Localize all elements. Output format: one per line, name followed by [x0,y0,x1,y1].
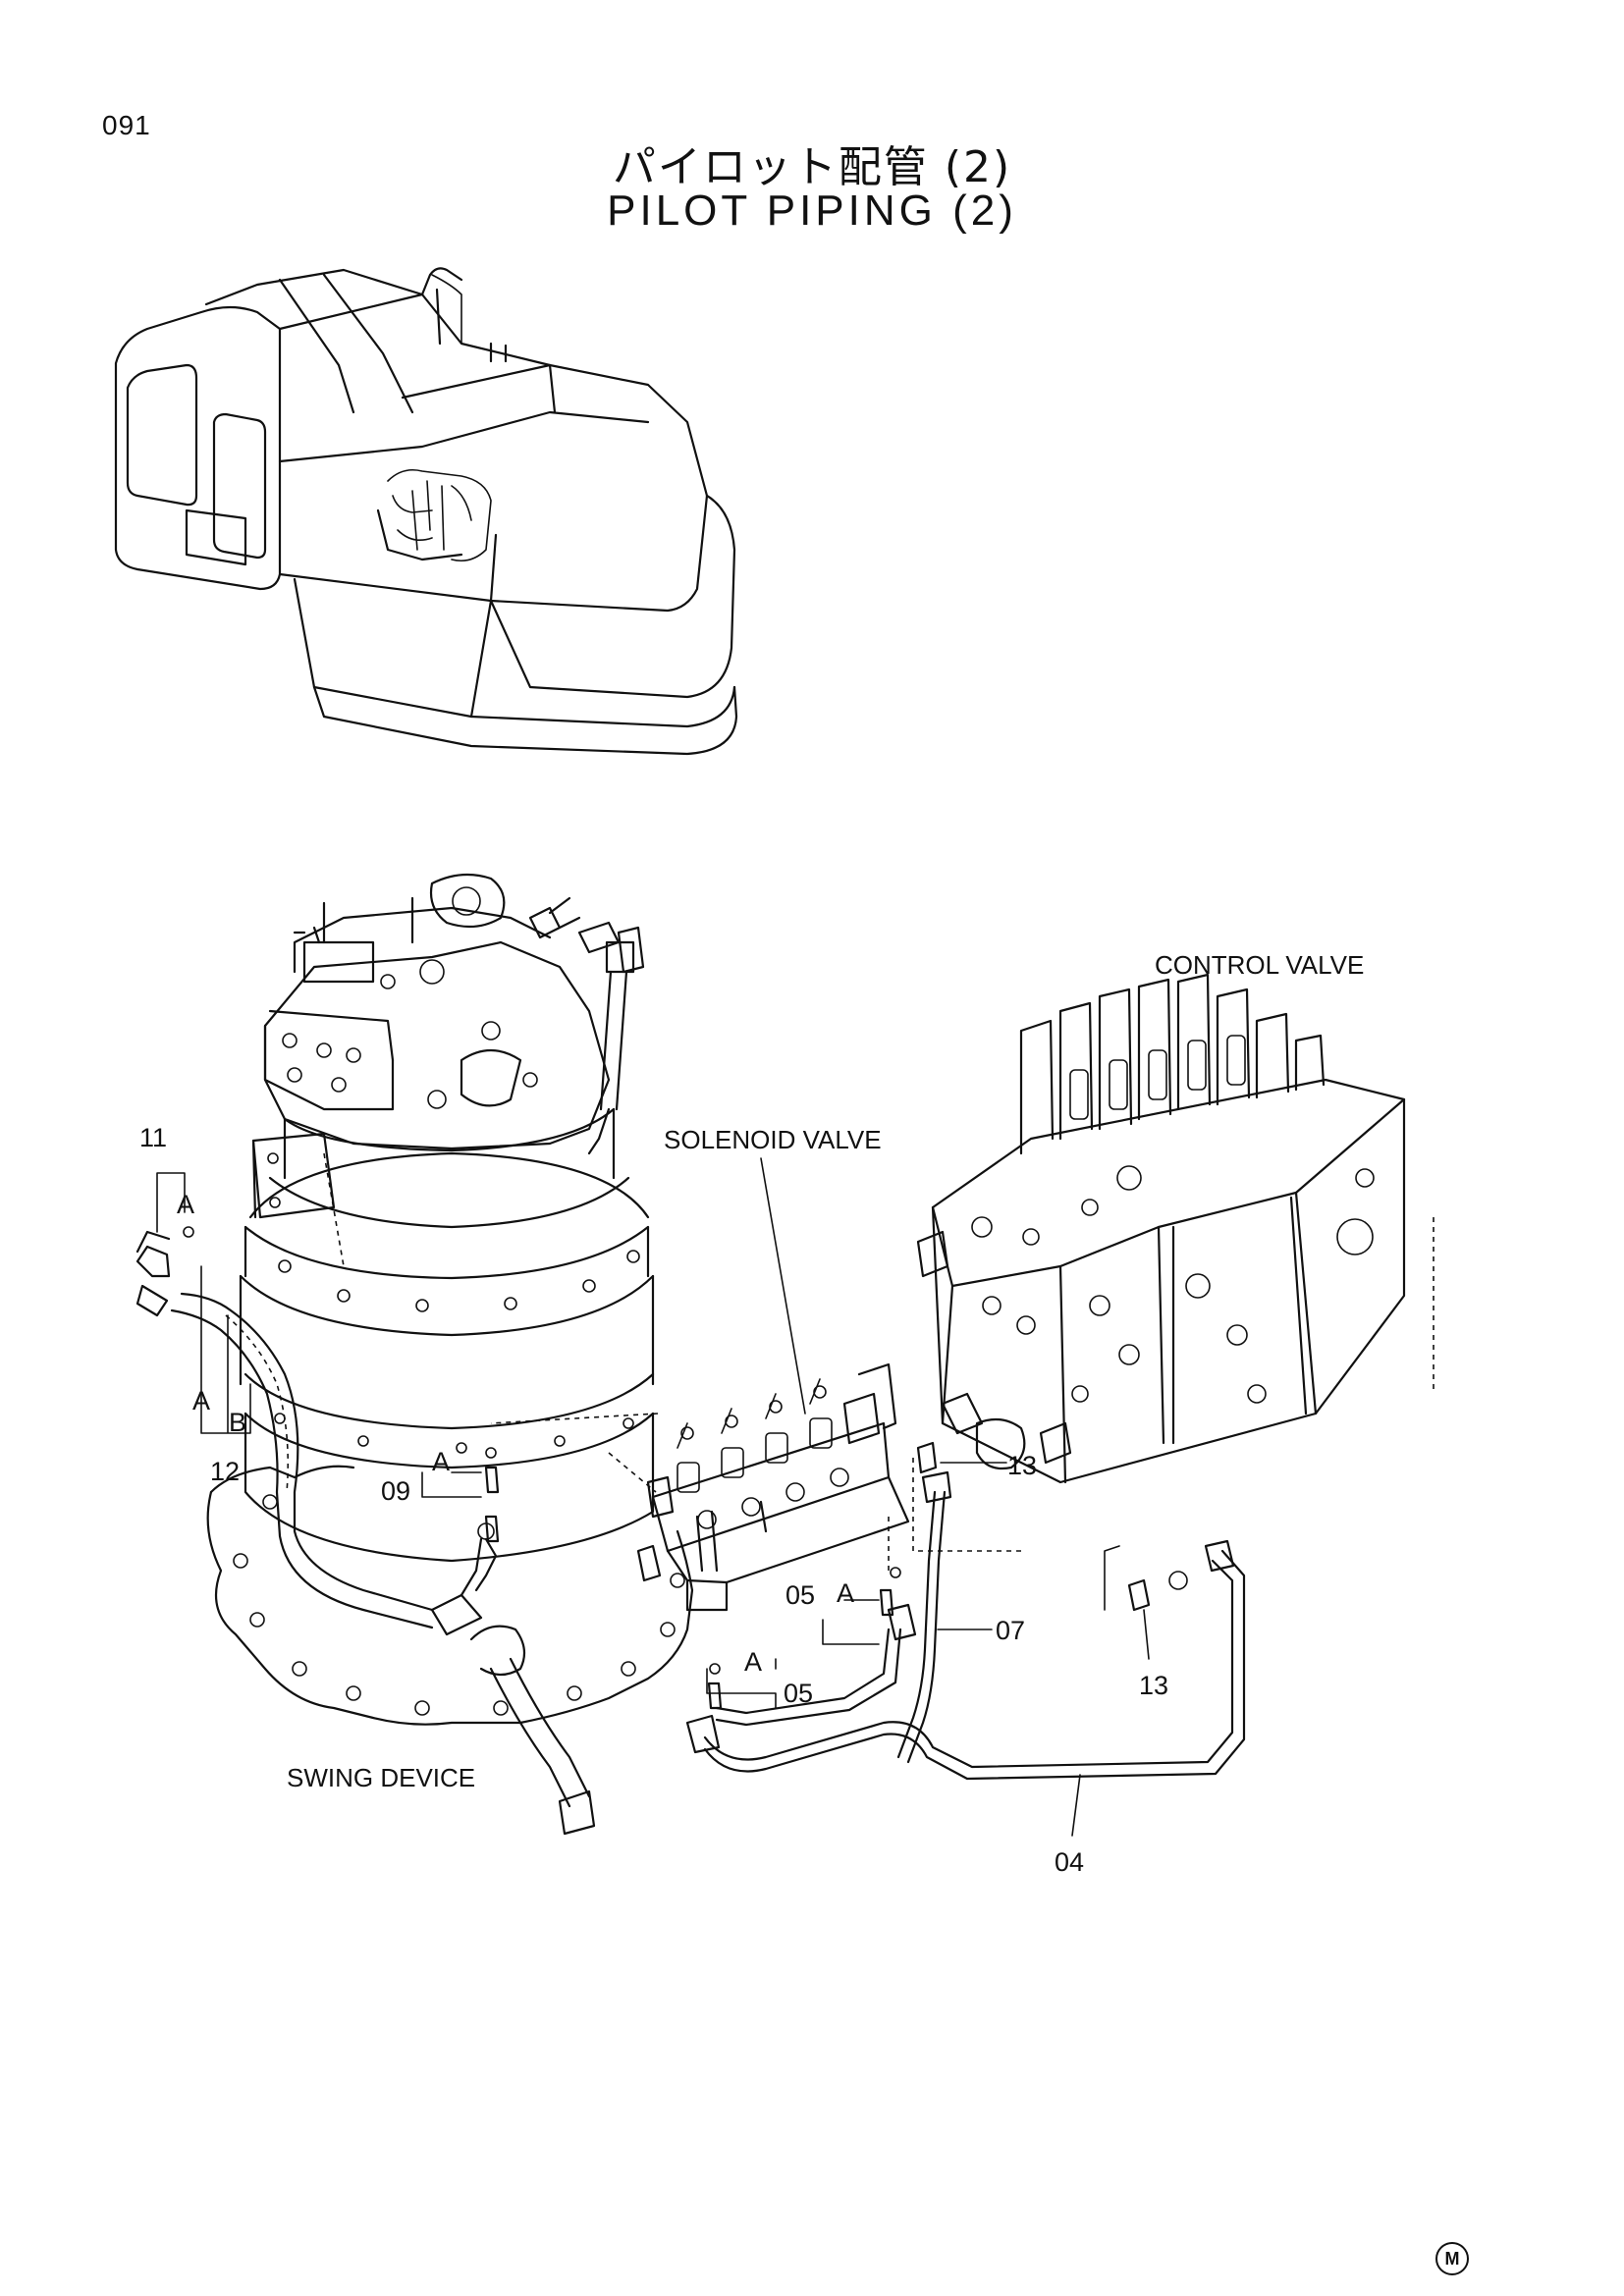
swing-device-label: SWING DEVICE [287,1763,475,1792]
connection-label-a-05-upper: A [837,1578,854,1608]
part-number-11: 11 [139,1123,167,1152]
connection-label-b-hose: B [229,1408,246,1437]
connection-label-a-hose: A [192,1386,210,1415]
part-number-05-lower: 05 [784,1679,813,1708]
callout-leaders [156,1157,1150,1837]
solenoid-valve-label: SOLENOID VALVE [664,1125,882,1154]
connection-label-a-elbow: A [177,1190,194,1219]
control-valve-label: CONTROL VALVE [1155,950,1364,980]
part-number-09: 09 [381,1476,410,1506]
part-number-07: 07 [996,1616,1025,1645]
part-number-04: 04 [1055,1847,1084,1877]
hose-assembly-12-illustration [135,1245,596,1836]
page-number: 091 [102,110,151,140]
solenoid-valve-illustration [636,1362,910,1612]
page-title-japanese: パイロット配管 (2) [612,142,1012,192]
connection-label-a-09: A [432,1447,450,1476]
part-number-13-lower: 13 [1139,1671,1168,1700]
connection-label-a-05-lower: A [744,1647,762,1677]
excavator-overview-illustration [114,267,738,756]
part-number-13-upper: 13 [1007,1451,1037,1480]
swing-device-illustration [206,873,694,1726]
part-number-12: 12 [210,1457,240,1486]
pipe-lines-illustration [135,1226,1246,1781]
manufacturer-mark: M [1435,2242,1469,2275]
part-number-05-upper: 05 [785,1580,815,1610]
page-title-english: PILOT PIPING (2) [607,187,1017,235]
control-valve-illustration [916,973,1435,1484]
